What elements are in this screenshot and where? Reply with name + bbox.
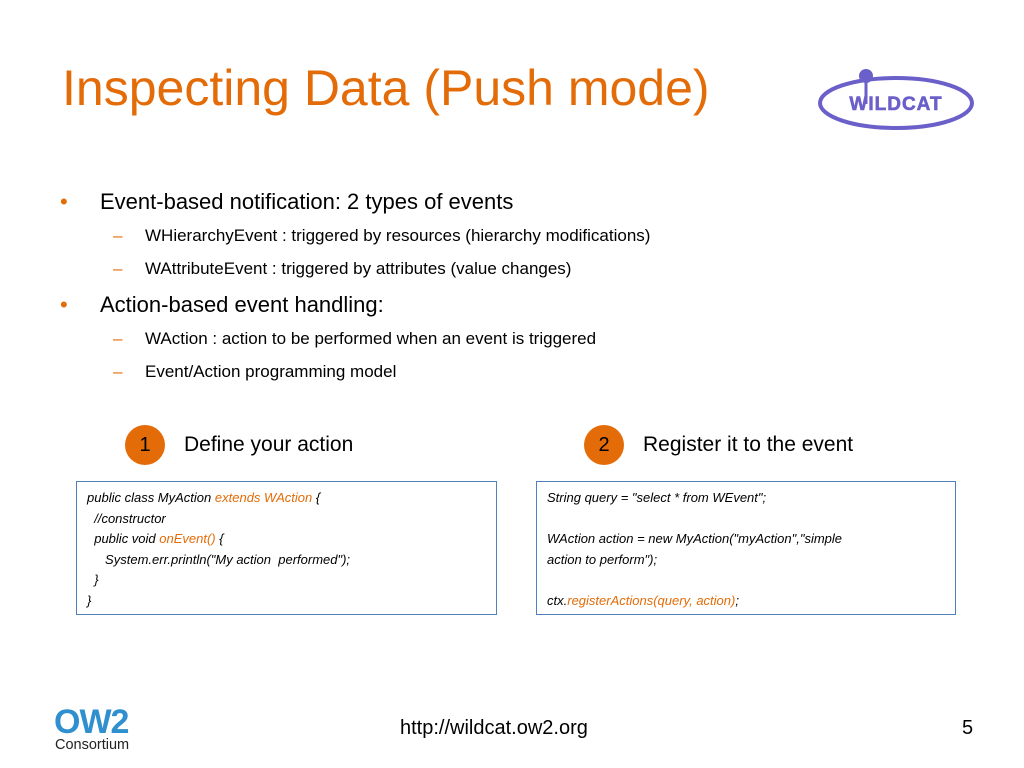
sub-bullet-item: – WAction : action to be performed when …	[60, 322, 960, 355]
sub-bullet-text: WHierarchyEvent : triggered by resources…	[145, 226, 651, 245]
keyword-highlight: extends WAction	[214, 490, 313, 505]
step-1-badge: 1	[125, 425, 165, 465]
wildcat-logo: WILDCAT	[818, 69, 974, 130]
sub-bullet-text: Event/Action programming model	[145, 362, 397, 381]
bullet-glyph: •	[60, 189, 68, 214]
sub-bullet-text: WAction : action to be performed when an…	[145, 329, 597, 348]
bullet-text: Event-based notification: 2 types of eve…	[100, 189, 514, 214]
ow2-consortium-logo: OW2 Consortium	[54, 706, 130, 752]
sub-bullet-glyph: –	[113, 362, 123, 381]
sub-bullet-glyph: –	[113, 226, 123, 245]
sub-bullet-item: – WAttributeEvent : triggered by attribu…	[60, 252, 960, 285]
bullet-item: • Action-based event handling:	[60, 289, 960, 321]
bullet-text: Action-based event handling:	[100, 292, 384, 317]
slide-title: Inspecting Data (Push mode)	[62, 60, 710, 116]
method-highlight: registerActions(query, action)	[567, 592, 736, 608]
sub-bullet-item: – Event/Action programming model	[60, 355, 960, 388]
sub-bullet-glyph: –	[113, 329, 123, 348]
consortium-logo-text: Consortium	[55, 737, 129, 752]
bullet-item: • Event-based notification: 2 types of e…	[60, 186, 960, 218]
wildcat-logo-text: WILDCAT	[849, 94, 942, 115]
bullet-list: • Event-based notification: 2 types of e…	[60, 186, 960, 388]
page-number: 5	[962, 717, 974, 739]
sub-bullet-text: WAttributeEvent : triggered by attribute…	[145, 259, 572, 278]
footer-url: http://wildcat.ow2.org	[400, 717, 588, 739]
sub-bullet-glyph: –	[113, 259, 123, 278]
step-2-label: Register it to the event	[643, 433, 854, 456]
sub-bullet-item: – WHierarchyEvent : triggered by resourc…	[60, 219, 960, 252]
ow2-logo-text: OW2	[54, 706, 129, 741]
code-block-define-action: public class MyAction extends WAction { …	[76, 481, 497, 615]
step-2-badge: 2	[584, 425, 624, 465]
code-block-register-action: String query = "select * from WEvent"; W…	[536, 481, 956, 615]
method-highlight: onEvent()	[159, 531, 216, 546]
step-1-label: Define your action	[184, 433, 354, 456]
bullet-glyph: •	[60, 292, 68, 317]
